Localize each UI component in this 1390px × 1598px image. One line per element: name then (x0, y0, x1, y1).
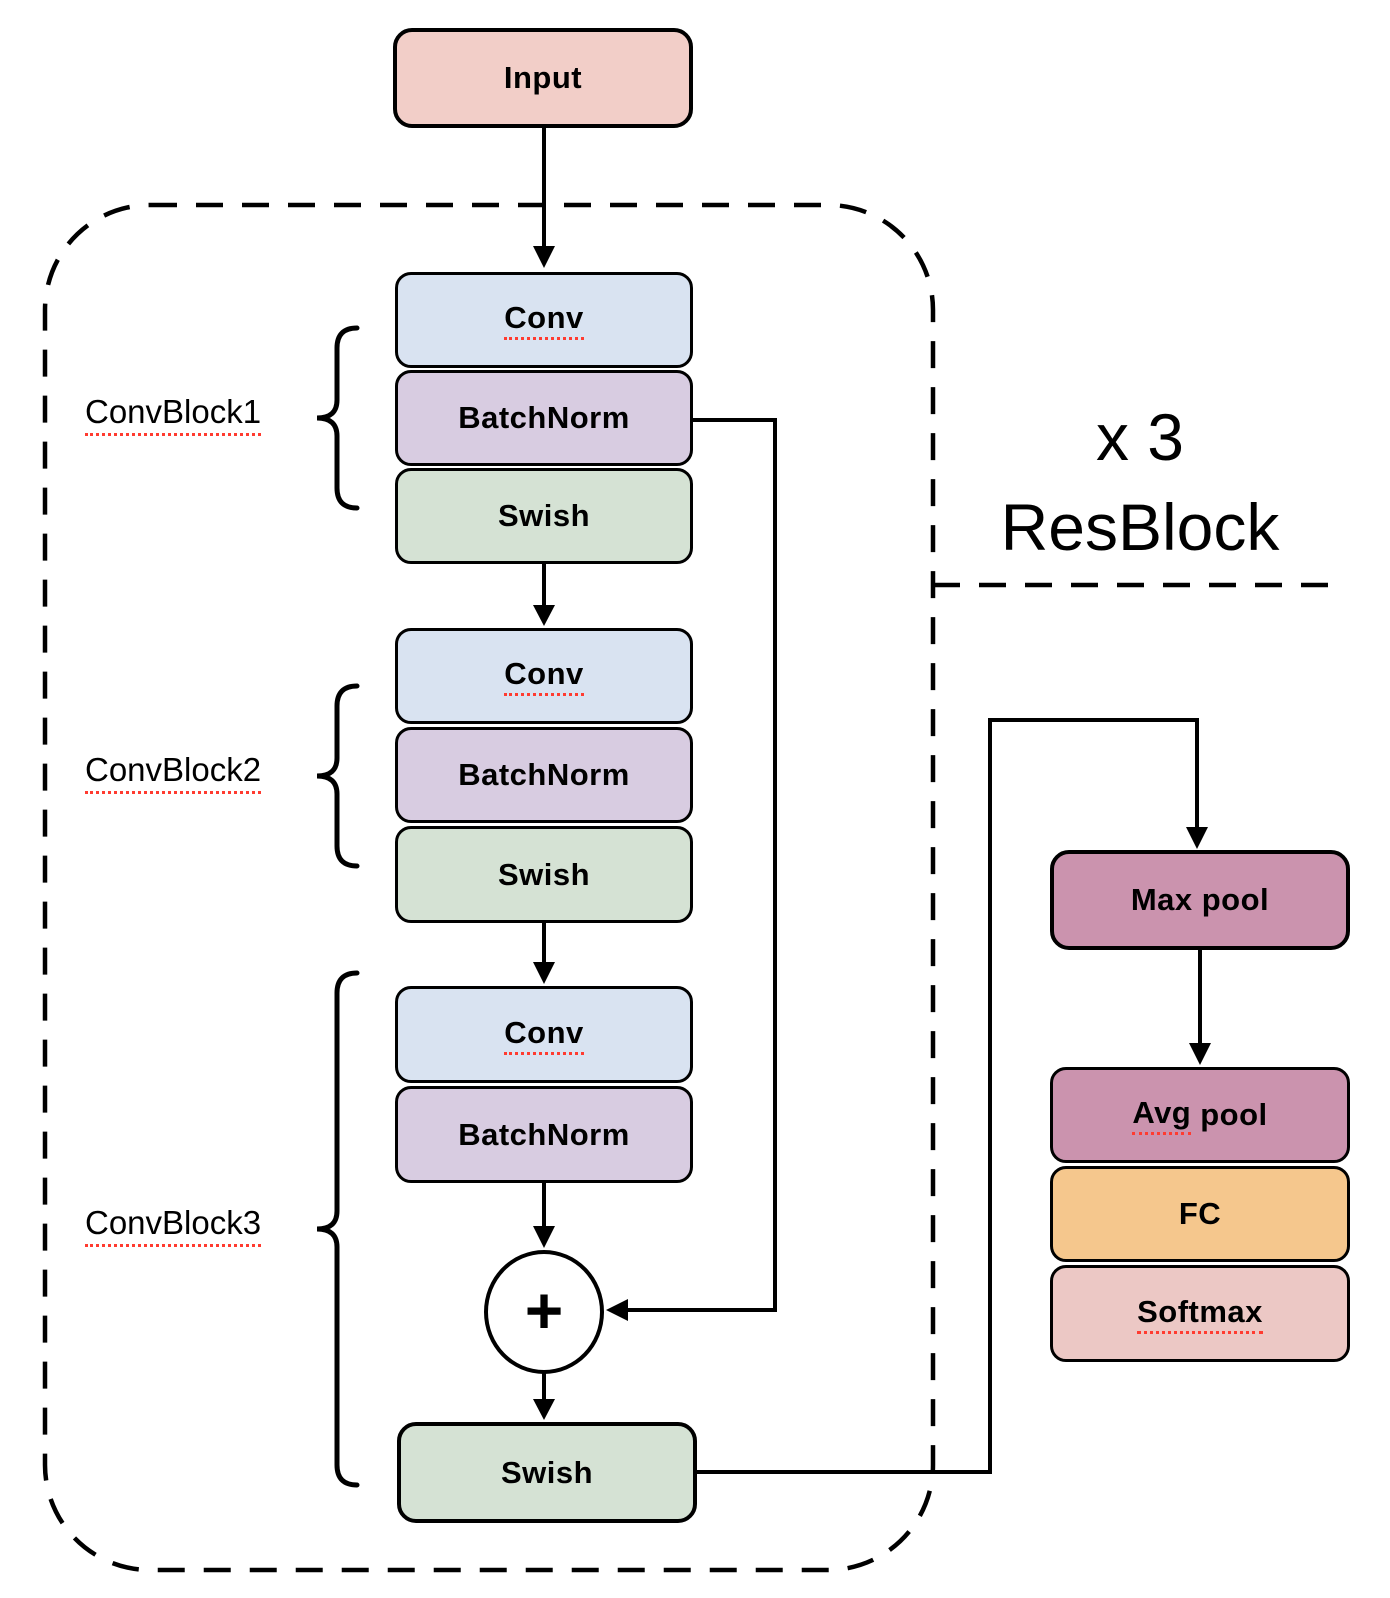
resblock-multiplier: x 3 (1095, 400, 1185, 474)
convblock1-conv-node: Conv (395, 272, 693, 368)
convblock1-swish-node: Swish (395, 468, 693, 564)
plus-icon: + (524, 1273, 564, 1347)
convblock2-batchnorm-node: BatchNorm (395, 727, 693, 823)
maxpool-node: Max pool (1050, 850, 1350, 950)
convblock3-conv-label: Conv (504, 1015, 584, 1055)
add-junction: + (484, 1250, 604, 1374)
output-line-swish-to-maxpool (695, 718, 1208, 1474)
arrow-maxpool-to-avgpool (1189, 950, 1211, 1065)
convblock1-conv-label: Conv (504, 300, 584, 340)
fc-label: FC (1178, 1196, 1222, 1231)
maxpool-label: Max pool (1130, 882, 1270, 917)
convblock2-label: ConvBlock2 (85, 750, 262, 794)
avgpool-node: Avg pool (1050, 1067, 1350, 1163)
resblock-output-swish-label: Swish (500, 1454, 594, 1490)
input-node: Input (393, 28, 693, 128)
convblock2-swish-node: Swish (395, 826, 693, 923)
convblock1-batchnorm-node: BatchNorm (395, 370, 693, 466)
softmax-node: Softmax (1050, 1265, 1350, 1362)
arrow-swish2-to-conv3 (533, 923, 555, 984)
convblock3-conv-node: Conv (395, 986, 693, 1083)
convblock3-batchnorm-label: BatchNorm (458, 1116, 630, 1152)
arrow-swish1-to-conv2 (533, 564, 555, 626)
fc-node: FC (1050, 1166, 1350, 1262)
convblock1-label: ConvBlock1 (85, 392, 262, 436)
convblock1-brace (316, 325, 360, 511)
resblock-output-swish-node: Swish (397, 1422, 697, 1523)
skip-connection-line (606, 418, 777, 1321)
convblock2-batchnorm-label: BatchNorm (458, 757, 630, 792)
convblock1-swish-label: Swish (497, 498, 591, 533)
convblock3-batchnorm-node: BatchNorm (395, 1086, 693, 1183)
avgpool-label-word1: Avg (1132, 1095, 1192, 1135)
convblock2-conv-node: Conv (395, 628, 693, 724)
resblock-repeat-label: x 3 ResBlock (940, 392, 1340, 572)
convblock2-brace (316, 683, 360, 869)
avgpool-label-word2: pool (1200, 1097, 1268, 1132)
convblock3-brace (316, 970, 360, 1488)
convblock2-swish-label: Swish (497, 856, 591, 892)
convblock3-label: ConvBlock3 (85, 1203, 262, 1247)
arrow-input-to-conv1 (533, 127, 555, 268)
input-label: Input (503, 60, 583, 95)
arrow-batchnorm3-to-add (533, 1183, 555, 1248)
arrow-add-to-swish (533, 1368, 555, 1420)
resblock-name: ResBlock (1000, 490, 1280, 564)
convblock1-batchnorm-label: BatchNorm (458, 400, 630, 435)
resblock-dashed-border (42, 202, 936, 1573)
convblock2-conv-label: Conv (504, 656, 584, 696)
softmax-label: Softmax (1137, 1294, 1263, 1334)
